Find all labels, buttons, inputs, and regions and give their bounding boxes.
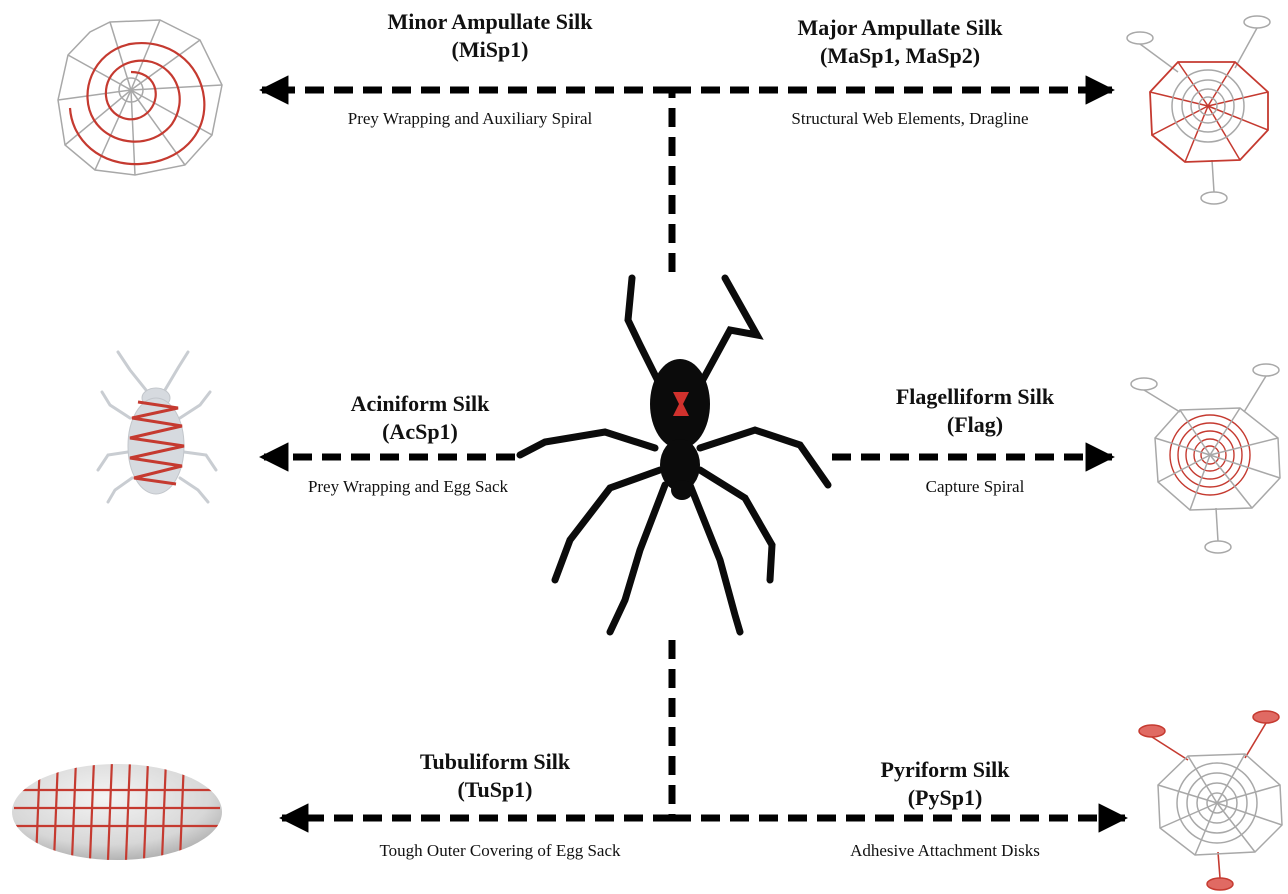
major-ampullate-function: Structural Web Elements, Dragline (710, 108, 1110, 130)
black-widow-spider-icon (520, 278, 828, 632)
silk-name: Tubuliform Silk (375, 748, 615, 776)
silk-name: Flagelliform Silk (845, 383, 1105, 411)
auxiliary-spiral-web-icon (58, 20, 222, 175)
tubuliform-function: Tough Outer Covering of Egg Sack (310, 840, 690, 862)
structural-web-icon (1127, 16, 1270, 204)
silk-protein: (MaSp1, MaSp2) (750, 42, 1050, 70)
silk-protein: (PySp1) (825, 784, 1065, 812)
silk-name: Minor Ampullate Silk (340, 8, 640, 36)
attachment-disk-web-icon (1139, 711, 1282, 890)
silk-protein: (MiSp1) (340, 36, 640, 64)
aciniform-function: Prey Wrapping and Egg Sack (258, 476, 558, 498)
capture-spiral-web-icon (1131, 364, 1280, 553)
egg-sack-icon (12, 760, 222, 860)
silk-protein: (Flag) (845, 411, 1105, 439)
aciniform-title: Aciniform Silk (AcSp1) (290, 390, 550, 446)
minor-ampullate-function: Prey Wrapping and Auxiliary Spiral (270, 108, 670, 130)
pyriform-title: Pyriform Silk (PySp1) (825, 756, 1065, 812)
silk-protein: (TuSp1) (375, 776, 615, 804)
flagelliform-function: Capture Spiral (845, 476, 1105, 498)
silk-name: Aciniform Silk (290, 390, 550, 418)
minor-ampullate-title: Minor Ampullate Silk (MiSp1) (340, 8, 640, 64)
pyriform-function: Adhesive Attachment Disks (790, 840, 1100, 862)
silk-name: Pyriform Silk (825, 756, 1065, 784)
tubuliform-title: Tubuliform Silk (TuSp1) (375, 748, 615, 804)
wrapped-prey-insect-icon (98, 352, 216, 502)
silk-protein: (AcSp1) (290, 418, 550, 446)
flagelliform-title: Flagelliform Silk (Flag) (845, 383, 1105, 439)
major-ampullate-title: Major Ampullate Silk (MaSp1, MaSp2) (750, 14, 1050, 70)
silk-name: Major Ampullate Silk (750, 14, 1050, 42)
